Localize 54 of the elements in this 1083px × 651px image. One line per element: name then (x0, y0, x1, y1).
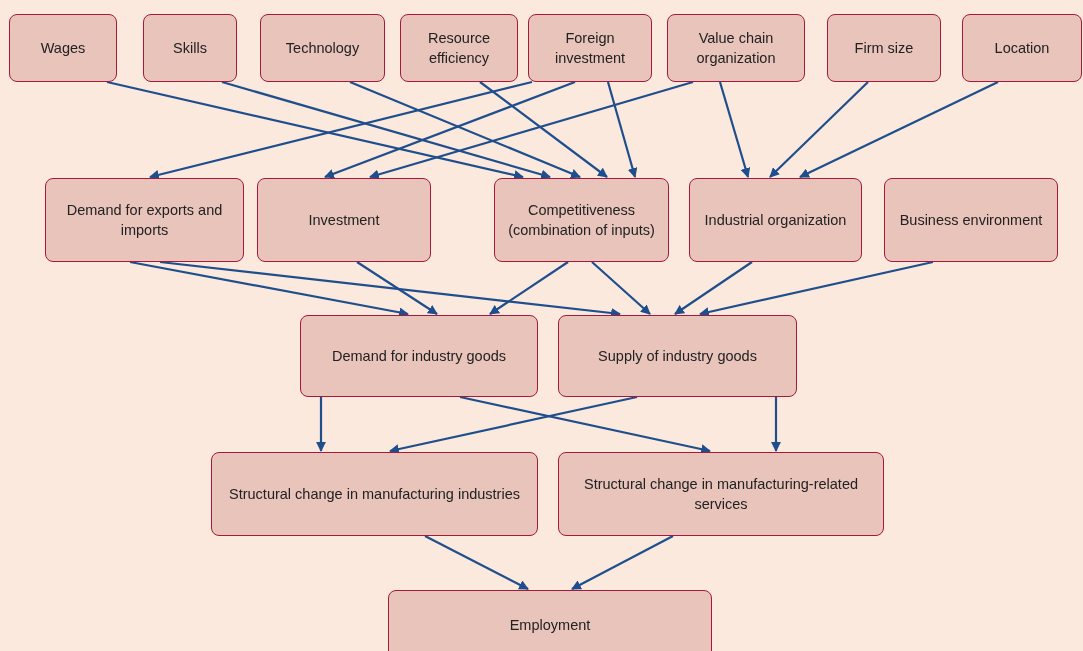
process-box (400, 14, 518, 82)
arrow (369, 80, 694, 180)
box-label: Structural change in manufacturing industries (228, 485, 521, 504)
process-box (494, 178, 669, 262)
box-label: Skills (172, 39, 208, 58)
box-label: Business environment (898, 211, 1044, 230)
process-box (300, 315, 538, 397)
process-box (558, 315, 797, 397)
process-box (827, 14, 941, 82)
arrow (221, 80, 551, 180)
arrow (424, 535, 529, 590)
arrow (674, 261, 753, 315)
process-box (9, 14, 117, 82)
box-label: Firm size (853, 39, 915, 58)
process-box (260, 14, 385, 82)
process-box (962, 14, 1082, 82)
box-label: Structural change in manufacturing-related services (582, 475, 859, 514)
arrow (489, 261, 569, 315)
arrow (699, 260, 934, 317)
process-box (143, 14, 237, 82)
arrow (389, 395, 638, 454)
process-box (528, 14, 652, 82)
process-box (884, 178, 1058, 262)
box-label: Employment (508, 616, 592, 635)
box-label: Foreign investment (553, 29, 627, 68)
arrow (316, 397, 326, 452)
box-label: Location (993, 39, 1051, 58)
process-box (45, 178, 244, 262)
arrow (591, 261, 651, 315)
arrow (479, 81, 608, 178)
arrow (356, 261, 438, 315)
arrow (771, 397, 781, 452)
process-box (558, 452, 884, 536)
arrow (606, 81, 638, 178)
process-box (667, 14, 805, 82)
box-label: Demand for exports and imports (65, 201, 224, 240)
box-label: Wages (39, 39, 87, 58)
process-box (388, 590, 712, 651)
box-label: Technology (284, 39, 361, 58)
process-box (689, 178, 862, 262)
box-label: Supply of industry goods (597, 347, 758, 366)
box-label: Value chain organization (695, 29, 777, 68)
box-label: Investment (307, 211, 381, 230)
arrow (571, 535, 674, 590)
arrow (718, 81, 751, 178)
arrow (769, 81, 869, 178)
arrow (799, 81, 999, 178)
box-label: Resource efficiency (426, 29, 492, 68)
process-box (257, 178, 431, 262)
process-box (211, 452, 538, 536)
box-label: Competitiveness (combination of inputs) (507, 201, 656, 240)
box-label: Demand for industry goods (330, 347, 508, 366)
arrow (459, 395, 711, 454)
box-label: Industrial organization (703, 211, 848, 230)
